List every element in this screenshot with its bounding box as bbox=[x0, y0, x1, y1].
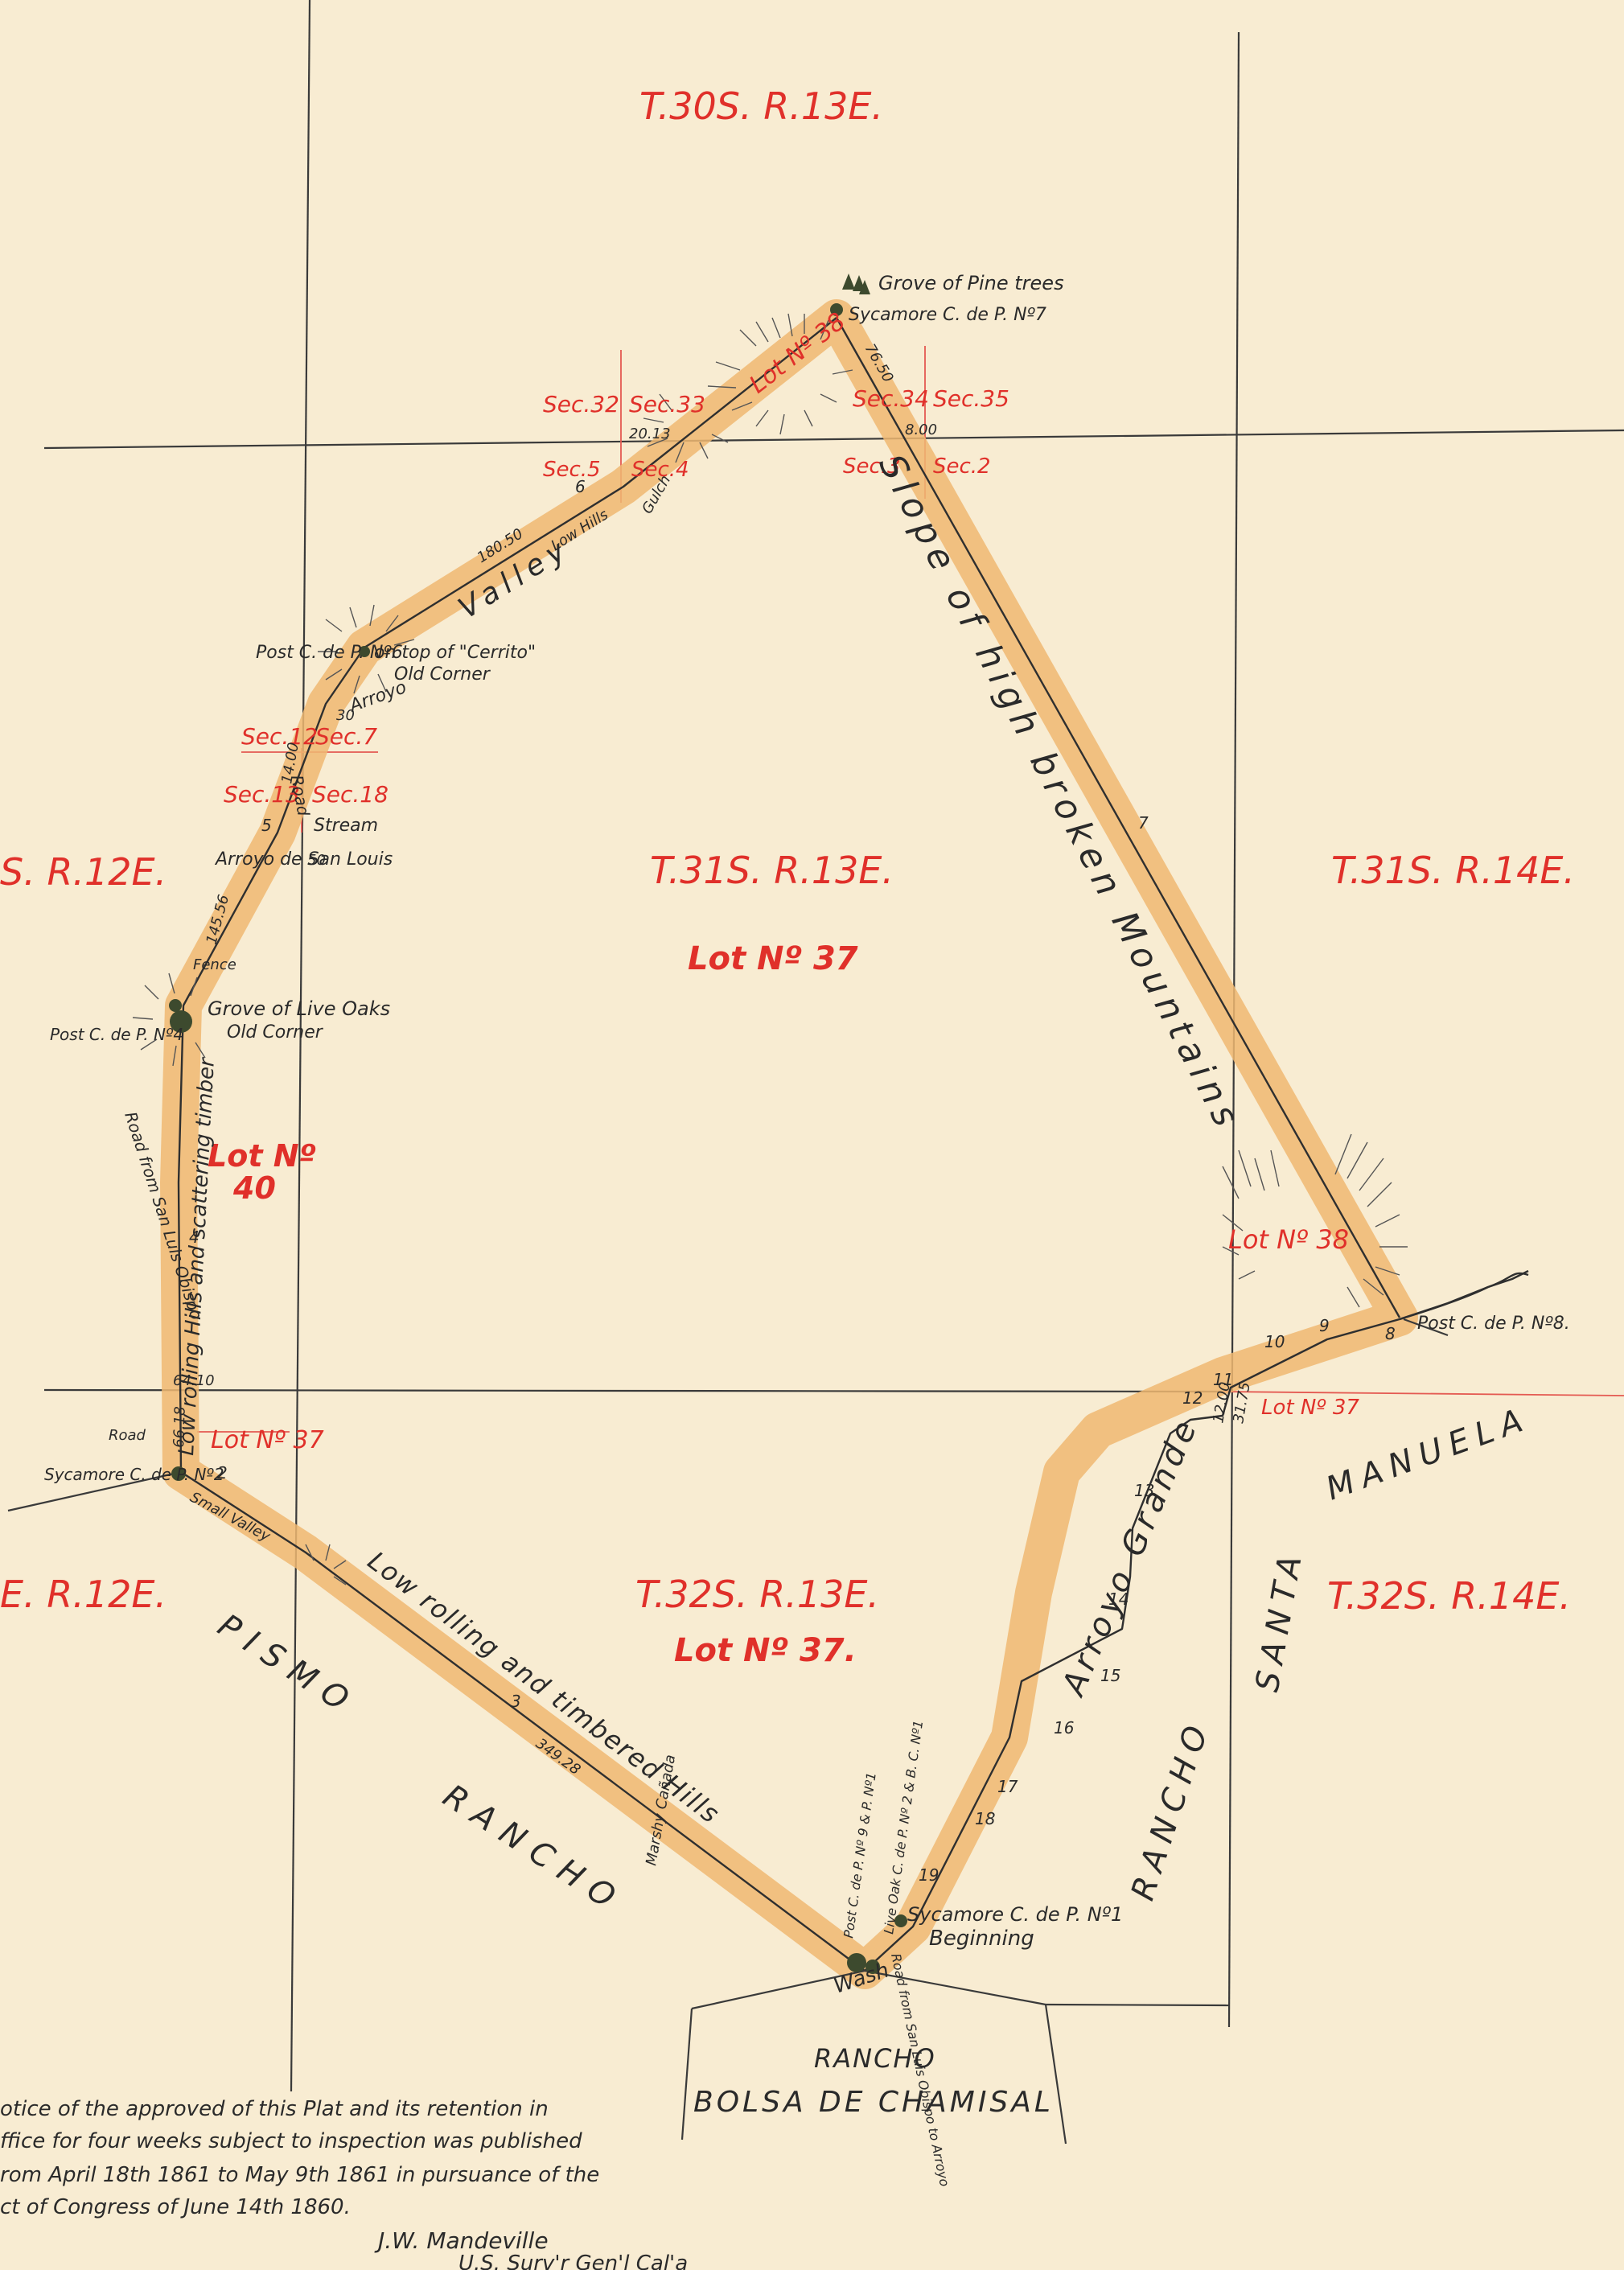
station-11: 11 bbox=[1213, 1370, 1233, 1389]
label-sec18: Sec.18 bbox=[312, 781, 389, 808]
label-lot40-b: 40 bbox=[232, 1170, 276, 1206]
station-9: 9 bbox=[1319, 1316, 1330, 1335]
label-sec34: Sec.34 bbox=[853, 385, 929, 412]
grid-vertical-left bbox=[290, 0, 311, 2092]
notice-signature: J.W. Mandeville bbox=[374, 2227, 549, 2254]
station-16: 16 bbox=[1054, 1718, 1074, 1737]
label-beginning: Beginning bbox=[929, 1927, 1034, 1951]
station-15: 15 bbox=[1100, 1666, 1120, 1685]
label-lot37-left: Lot Nº 37 bbox=[211, 1426, 324, 1454]
creek-tail bbox=[1399, 1272, 1529, 1321]
station-6: 6 bbox=[575, 477, 586, 496]
notice-block: otice of the approved of this Plat and i… bbox=[0, 2097, 688, 2270]
label-lot38-right: Lot Nº 38 bbox=[1228, 1224, 1349, 1255]
label-t31s-r14e: T.31S. R.14E. bbox=[1331, 849, 1575, 892]
dist-30: 30 bbox=[336, 707, 355, 724]
label-cerrito: on top of "Cerrito" bbox=[374, 643, 536, 663]
label-pine-grove: Grove of Pine trees bbox=[878, 272, 1064, 294]
grid-horizontal-bottom-red bbox=[1222, 1391, 1624, 1396]
station-13: 13 bbox=[1134, 1481, 1154, 1500]
station-19: 19 bbox=[919, 1865, 939, 1885]
notice-line-3: rom April 18th 1861 to May 9th 1861 in p… bbox=[0, 2163, 599, 2187]
dist-6618: 66.18 bbox=[171, 1406, 189, 1448]
dist-6410: 64.10 bbox=[173, 1372, 215, 1389]
station-numbers: 2 3 4 5 6 7 8 9 10 11 12 13 14 15 16 17 … bbox=[189, 477, 1396, 1885]
station-12: 12 bbox=[1182, 1388, 1203, 1408]
label-arroyo-sl: Arroyo de San Louis bbox=[214, 849, 393, 870]
lot-boundary-line bbox=[177, 317, 865, 1972]
label-post8: Post C. de P. Nº8. bbox=[1417, 1314, 1570, 1334]
label-sec7: Sec.7 bbox=[315, 723, 377, 750]
label-sec33: Sec.33 bbox=[629, 391, 705, 417]
notice-line-1: otice of the approved of this Plat and i… bbox=[0, 2097, 549, 2121]
dist-50: 50 bbox=[307, 852, 326, 869]
notice-line-4: ct of Congress of June 14th 1860. bbox=[0, 2195, 351, 2219]
boundary-east-line bbox=[835, 317, 1401, 1318]
label-t31s-r13e: T.31S. R.13E. bbox=[650, 849, 894, 892]
station-18: 18 bbox=[975, 1809, 995, 1828]
label-sycamore1: Sycamore C. de P. Nº1 bbox=[907, 1903, 1123, 1926]
label-t31s-r12e: S. R.12E. bbox=[0, 850, 167, 894]
station-14: 14 bbox=[1108, 1589, 1129, 1609]
label-sec3: Sec.3 bbox=[843, 454, 901, 479]
hill-hachures bbox=[132, 313, 1408, 1585]
label-road-b: Road bbox=[109, 1427, 146, 1444]
label-stream: Stream bbox=[314, 816, 378, 836]
station-8: 8 bbox=[1385, 1324, 1396, 1343]
station-10: 10 bbox=[1264, 1332, 1285, 1351]
label-sec12: Sec.12 bbox=[241, 723, 318, 750]
label-lot37-right: Lot Nº 37 bbox=[1261, 1396, 1359, 1420]
dist-800: 8.00 bbox=[905, 422, 937, 438]
grid-horizontal-top bbox=[43, 429, 1624, 450]
label-live-oaks: Grove of Live Oaks bbox=[208, 997, 390, 1020]
label-sec2: Sec.2 bbox=[933, 454, 991, 479]
label-sec5: Sec.5 bbox=[543, 458, 601, 482]
tree-symbols bbox=[169, 273, 907, 1974]
station-7: 7 bbox=[1138, 813, 1149, 833]
dist-2013: 20.13 bbox=[629, 426, 671, 442]
label-fence: Fence bbox=[193, 956, 236, 973]
label-sec32: Sec.32 bbox=[543, 391, 619, 417]
label-old-corner-1: Old Corner bbox=[394, 664, 491, 685]
label-t32s-r14e: T.32S. R.14E. bbox=[1327, 1574, 1571, 1618]
label-lot37-lower: Lot Nº 37. bbox=[674, 1632, 857, 1669]
station-17: 17 bbox=[997, 1777, 1018, 1796]
station-2: 2 bbox=[217, 1463, 228, 1482]
station-3: 3 bbox=[511, 1692, 521, 1711]
grid-horizontal-bottom bbox=[43, 1388, 1223, 1393]
label-post4: Post C. de P. Nº4 bbox=[50, 1025, 183, 1044]
station-4: 4 bbox=[189, 1228, 199, 1247]
label-t32s-r12e: E. R.12E. bbox=[0, 1573, 167, 1616]
label-sec35: Sec.35 bbox=[933, 385, 1009, 412]
label-sec13: Sec.13 bbox=[224, 781, 300, 808]
label-lot37-center: Lot Nº 37 bbox=[688, 940, 858, 977]
label-sycamore7: Sycamore C. de P. Nº7 bbox=[849, 305, 1046, 325]
station-5: 5 bbox=[261, 816, 272, 835]
label-old-corner-2: Old Corner bbox=[227, 1022, 324, 1042]
rancho-lines bbox=[7, 1318, 1449, 2145]
label-bolsa: BOLSA DE CHAMISAL bbox=[693, 2086, 1054, 2119]
label-rancho-bolsa: RANCHO bbox=[814, 2043, 936, 2074]
label-sycamore2: Sycamore C. de P. Nº2 bbox=[44, 1465, 224, 1484]
notice-title: U.S. Surv'r Gen'l Cal'a bbox=[458, 2251, 688, 2270]
label-post6: Post C. de P. Nº6 bbox=[256, 643, 403, 663]
label-t32s-r13e: T.32S. R.13E. bbox=[635, 1573, 879, 1616]
label-t30s-r13e: T.30S. R.13E. bbox=[639, 84, 883, 128]
label-sec4: Sec.4 bbox=[631, 458, 689, 482]
notice-line-2: ffice for four weeks subject to inspecti… bbox=[0, 2129, 582, 2153]
label-lot40-a: Lot Nº bbox=[208, 1138, 316, 1174]
